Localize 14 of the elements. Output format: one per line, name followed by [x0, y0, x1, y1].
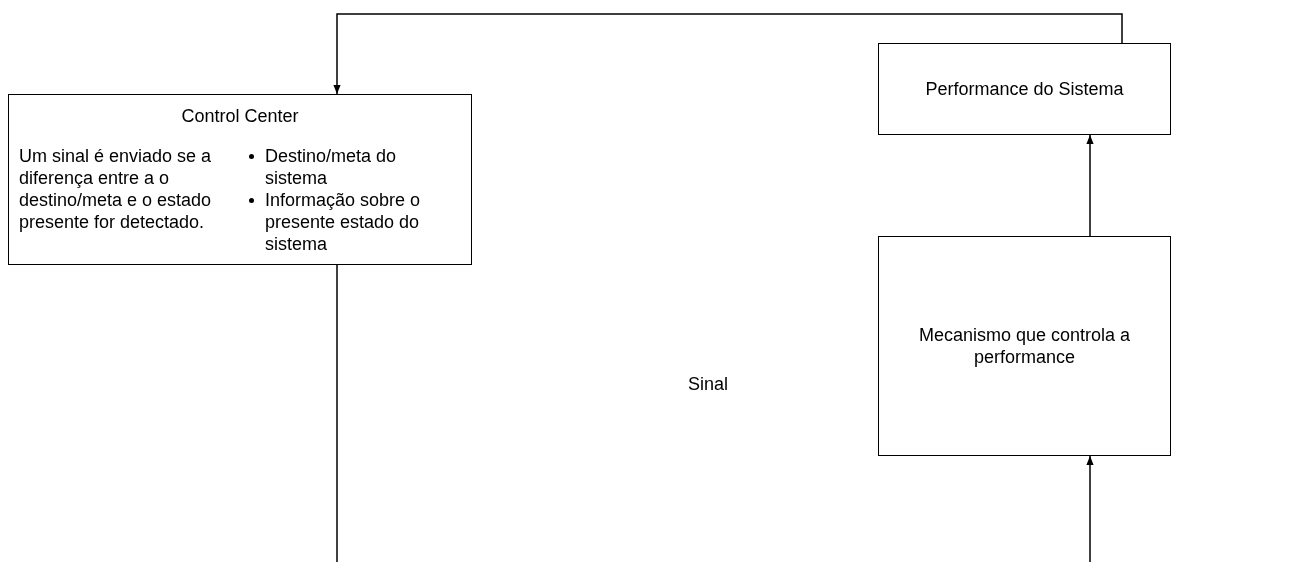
box-title: Control Center	[180, 105, 300, 127]
box-label: Performance do Sistema	[924, 78, 1125, 100]
process-box	[8, 94, 472, 265]
process-box	[878, 236, 1171, 456]
arrow	[1086, 455, 1094, 562]
bullet-text: Informação sobre o presente estado do sistema	[265, 189, 422, 255]
arrow	[333, 13, 1123, 95]
arrow	[1086, 134, 1094, 237]
connector-line	[336, 264, 338, 562]
box-label: Mecanismo que controla a performance	[917, 324, 1132, 368]
bullet-text: Destino/meta do sistema	[265, 145, 398, 189]
process-box	[878, 43, 1171, 135]
description-text: Um sinal é enviado se a diferença entre a o destino/meta e o estado presente for detectado.	[19, 145, 213, 233]
signal-label: Sinal	[688, 373, 729, 395]
